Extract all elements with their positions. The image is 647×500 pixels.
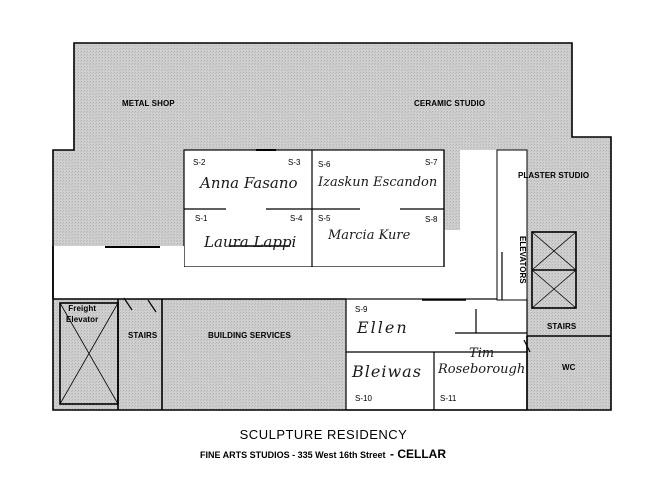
- plan-subtitle-row: FINE ARTS STUDIOS - 335 West 16th Street…: [200, 445, 446, 463]
- resident-name-s1: Laura Lappi: [204, 233, 297, 251]
- resident-name-s6: Izaskun Escandon: [318, 175, 438, 190]
- elevators-label: ELEVATORS: [518, 236, 527, 284]
- studio-id-s4: S-4: [290, 214, 303, 223]
- corridor-left: [53, 246, 184, 299]
- corridor-mid: [184, 267, 498, 299]
- studio-id-s9: S-9: [355, 305, 368, 314]
- studio-id-s7: S-7: [425, 158, 438, 167]
- metal-ceramic-area: [53, 43, 611, 310]
- resident-name-s10: Bleiwas: [352, 362, 422, 381]
- stairs-left-label: STAIRS: [128, 331, 158, 340]
- studio-id-s3: S-3: [288, 158, 301, 167]
- building-services-label: BUILDING SERVICES: [208, 331, 291, 340]
- lower-services-area: [53, 299, 346, 410]
- studio-id-s1: S-1: [195, 214, 208, 223]
- plan-title: SCULPTURE RESIDENCY: [239, 427, 408, 442]
- studio-id-s5: S-5: [318, 214, 331, 223]
- resident-name-s5: Marcia Kure: [328, 228, 411, 243]
- metal-shop-label: METAL SHOP: [122, 99, 175, 108]
- studio-id-s6: S-6: [318, 160, 331, 169]
- plaster-studio-label: PLASTER STUDIO: [518, 171, 590, 180]
- freight-elevator-label: Freight Elevator: [66, 304, 99, 324]
- resident-name-s11: Tim Roseborough: [438, 346, 526, 377]
- studio-id-s11: S-11: [440, 394, 457, 403]
- lower-studio-block: [345, 298, 528, 411]
- resident-name-s2: Anna Fasano: [200, 174, 298, 192]
- ceramic-studio-label: CERAMIC STUDIO: [414, 99, 486, 108]
- walls: [52, 42, 612, 411]
- shaded-areas: [53, 43, 611, 410]
- wc-label: WC: [562, 363, 576, 372]
- wc-area: [527, 336, 611, 410]
- resident-name-s9: Ellen: [357, 318, 409, 337]
- studio-id-s2: S-2: [193, 158, 206, 167]
- plan-address: FINE ARTS STUDIOS - 335 West 16th Street: [200, 450, 386, 460]
- studio-id-s8: S-8: [425, 215, 438, 224]
- plan-floor: - CELLAR: [390, 447, 446, 461]
- studio-id-s10: S-10: [355, 394, 372, 403]
- studio-walls: [184, 150, 527, 410]
- stairs-right-label: STAIRS: [547, 322, 577, 331]
